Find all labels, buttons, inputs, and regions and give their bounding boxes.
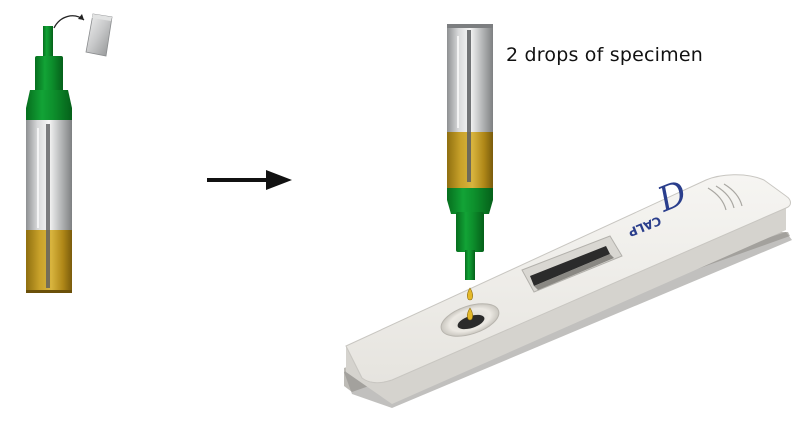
dropper-tube <box>447 24 493 280</box>
test-cassette <box>344 174 792 408</box>
sample-tube-left <box>26 26 72 293</box>
sample-well <box>440 303 500 337</box>
grip-lines <box>707 183 743 211</box>
process-arrow <box>207 170 292 190</box>
cap-removal-arrow <box>53 14 85 29</box>
instruction-caption: 2 drops of specimen <box>506 44 703 66</box>
removed-tip-cap <box>85 13 113 57</box>
falling-drop <box>467 287 473 301</box>
result-window <box>521 235 623 293</box>
